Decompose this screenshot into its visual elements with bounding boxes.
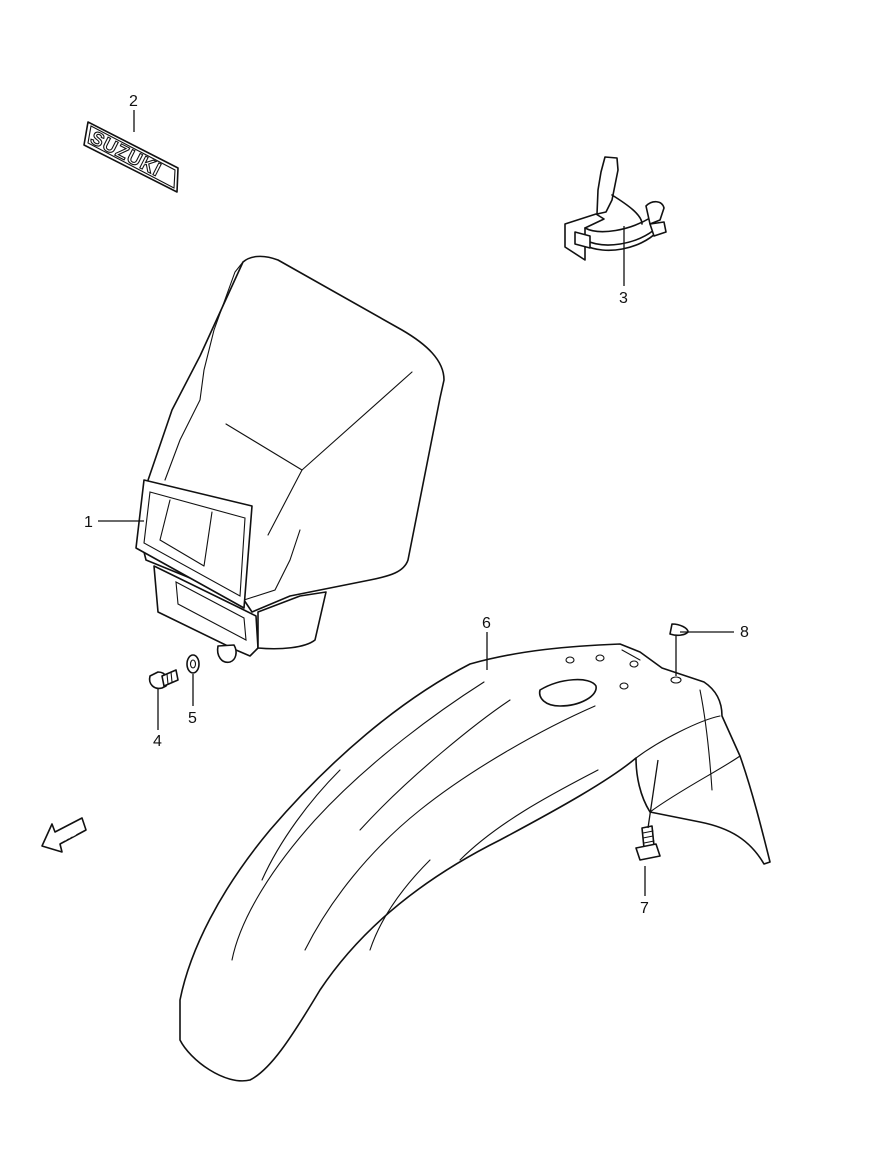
leader-lines	[98, 110, 734, 896]
callout-5: 5	[188, 710, 197, 727]
front-fender	[179, 643, 771, 1082]
headlight-housing	[135, 255, 445, 664]
headlight-bracket	[564, 156, 667, 261]
callout-7: 7	[640, 900, 649, 917]
callout-labels: 1 2 3 4 5 6 7 8	[84, 93, 749, 917]
forward-direction-arrow: FWD	[41, 817, 87, 853]
callout-2: 2	[129, 93, 138, 110]
callout-6: 6	[482, 615, 491, 632]
screw	[148, 669, 179, 690]
callout-8: 8	[740, 624, 749, 641]
bolt	[635, 825, 661, 861]
suzuki-emblem: SUZUKI	[83, 121, 179, 193]
nut	[669, 623, 689, 637]
callout-1: 1	[84, 514, 93, 531]
washer	[186, 654, 200, 674]
callout-4: 4	[153, 733, 162, 750]
callout-3: 3	[619, 290, 628, 307]
